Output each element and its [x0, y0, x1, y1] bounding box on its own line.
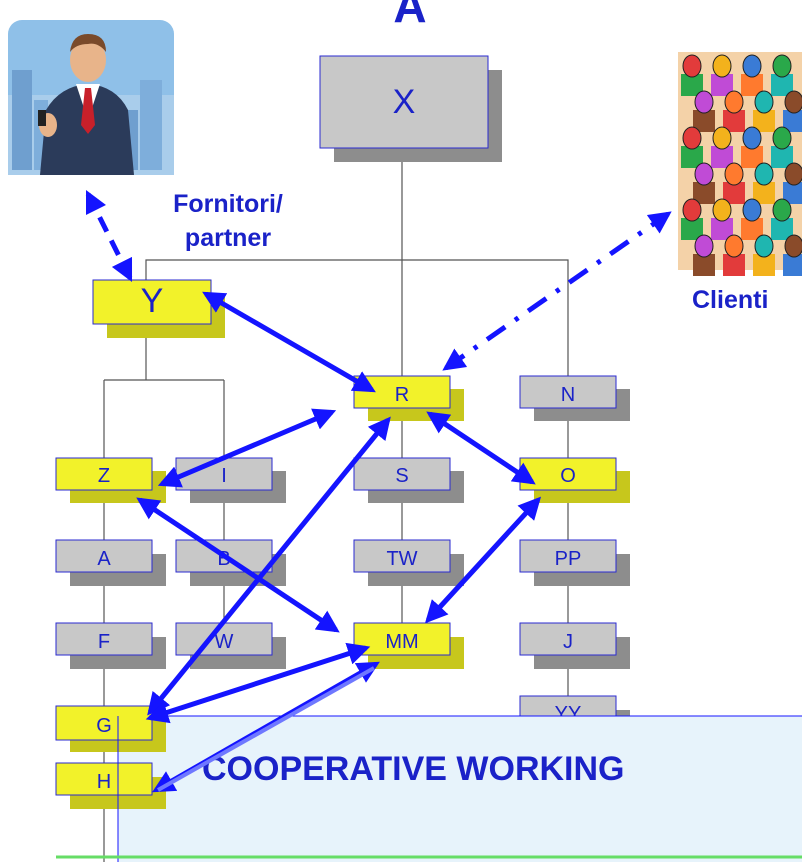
node-pp-label: PP [555, 548, 582, 570]
crowd-body [681, 146, 703, 168]
node-h-label: H [97, 771, 111, 793]
crowd-face [772, 54, 792, 78]
crowd-face [754, 162, 774, 186]
chart-title: A [393, 0, 426, 32]
node-tw-label: TW [386, 548, 417, 570]
crowd-body [693, 110, 715, 132]
dashed-arrows [85, 189, 672, 371]
dashed-arrow-supplier [85, 189, 133, 283]
dashed-arrow-client [442, 211, 672, 371]
crowd-body [723, 254, 745, 276]
crowd-body [771, 74, 793, 96]
crowd-face [712, 126, 732, 150]
crowd-face [784, 162, 802, 186]
node-mm: MM [353, 622, 464, 669]
crowd-body [783, 182, 802, 204]
crowd-face [742, 126, 762, 150]
node-r-label: R [395, 384, 409, 406]
businessman-picture [8, 20, 174, 175]
crowd-body [681, 218, 703, 240]
crowd-face [754, 234, 774, 258]
suppliers-label-line1: Fornitori/ [173, 190, 283, 218]
node-h: H [55, 762, 166, 809]
node-s: S [353, 457, 464, 503]
crowd-face [724, 234, 744, 258]
crowd-body [753, 110, 775, 132]
node-i-label: I [221, 465, 227, 487]
node-g: G [55, 705, 166, 752]
clients-label: Clienti [692, 286, 768, 314]
crowd-body [723, 110, 745, 132]
arrow-y-r [202, 291, 376, 393]
crowd-body [711, 146, 733, 168]
crowd-face [784, 90, 802, 114]
crowd-face [682, 198, 702, 222]
crowd-face [694, 90, 714, 114]
arrow-r-o [426, 411, 536, 485]
node-o: O [519, 457, 630, 503]
crowd-body [723, 182, 745, 204]
crowd-body [681, 74, 703, 96]
node-x: X [319, 55, 502, 162]
node-f: F [55, 622, 166, 669]
crowd-body [741, 146, 763, 168]
crowd-body [783, 254, 802, 276]
node-n: N [519, 375, 630, 421]
node-x-label: X [393, 83, 416, 121]
crowd-face [724, 90, 744, 114]
crowd-body [753, 182, 775, 204]
crowd-body [741, 74, 763, 96]
crowd-face [772, 126, 792, 150]
arrow-o-mm [424, 496, 542, 624]
node-mm-label: MM [385, 631, 418, 653]
crowd-face [712, 198, 732, 222]
crowd-body [711, 74, 733, 96]
crowd-face [754, 90, 774, 114]
node-a: A [55, 539, 166, 586]
banner-text: COOPERATIVE WORKING [202, 750, 625, 788]
crowd-face [694, 234, 714, 258]
crowd-face [772, 198, 792, 222]
crowd-face [742, 198, 762, 222]
crowd-picture [678, 52, 802, 276]
crowd-body [783, 110, 802, 132]
node-j: J [519, 622, 630, 669]
crowd-face [724, 162, 744, 186]
node-n-label: N [561, 384, 575, 406]
node-tw: TW [353, 539, 464, 586]
crowd-body [771, 146, 793, 168]
crowd-body [771, 218, 793, 240]
crowd-body [693, 182, 715, 204]
crowd-face [682, 54, 702, 78]
crowd-face [694, 162, 714, 186]
node-i: I [175, 457, 286, 503]
crowd-body [753, 254, 775, 276]
node-w-label: W [215, 631, 234, 653]
node-g-label: G [96, 715, 112, 737]
node-s-label: S [395, 465, 408, 487]
crowd-body [693, 254, 715, 276]
node-j-label: J [563, 631, 573, 653]
node-z: Z [55, 457, 166, 503]
crowd-face [682, 126, 702, 150]
node-o-label: O [560, 465, 576, 487]
node-a-label: A [97, 548, 111, 570]
node-y-label: Y [141, 282, 164, 320]
node-y: Y [92, 279, 225, 338]
arrow-mm-h-light [157, 666, 375, 792]
crowd-face [712, 54, 732, 78]
node-f-label: F [98, 631, 110, 653]
crowd-body [711, 218, 733, 240]
node-r: R [353, 375, 464, 421]
crowd-face [784, 234, 802, 258]
crowd-face [742, 54, 762, 78]
cooperative-working-banner: COOPERATIVE WORKING [117, 715, 802, 862]
suppliers-label-line2: partner [185, 224, 271, 252]
node-pp: PP [519, 539, 630, 586]
node-z-label: Z [98, 465, 110, 487]
crowd-body [741, 218, 763, 240]
